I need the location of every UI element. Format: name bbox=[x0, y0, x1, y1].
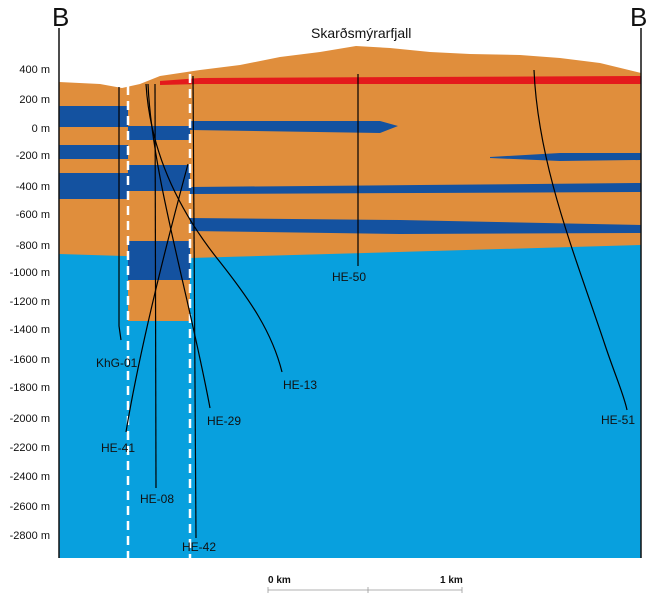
well-label-he29: HE-29 bbox=[207, 414, 241, 428]
well-trace-he51 bbox=[533, 69, 628, 411]
intrusion-sill bbox=[490, 153, 641, 161]
depth-label: -1600 m bbox=[10, 354, 50, 366]
depth-axis: 400 m 200 m 0 m -200 m -400 m -600 m -80… bbox=[10, 64, 50, 542]
well-trace-he42 bbox=[192, 75, 197, 539]
depth-label: -2400 m bbox=[10, 471, 50, 483]
intrusion-block bbox=[128, 241, 190, 280]
endpoint-right-label: B bbox=[630, 2, 647, 32]
well-label-khg01: KhG-01 bbox=[96, 356, 138, 370]
surface-layer bbox=[160, 76, 641, 85]
intrusion-sill bbox=[190, 121, 398, 133]
depth-label: -1200 m bbox=[10, 296, 50, 308]
endpoint-left-label: B bbox=[52, 2, 69, 32]
well-trace-he13 bbox=[145, 83, 283, 373]
depth-label: -2200 m bbox=[10, 442, 50, 454]
intrusion-block bbox=[59, 106, 128, 127]
intrusion-block bbox=[59, 173, 128, 199]
well-label-he41: HE-41 bbox=[101, 441, 135, 455]
depth-label: -2600 m bbox=[10, 501, 50, 513]
well-labels: KhG-01 HE-41 HE-08 HE-42 HE-29 HE-13 HE-… bbox=[96, 270, 635, 554]
intrusion-block bbox=[128, 126, 190, 140]
well-traces bbox=[118, 69, 628, 539]
well-label-he50: HE-50 bbox=[332, 270, 366, 284]
well-label-he51: HE-51 bbox=[601, 413, 635, 427]
intrusion-sill bbox=[190, 218, 641, 234]
scale-bar: 0 km 1 km bbox=[267, 575, 463, 593]
depth-label: -400 m bbox=[16, 181, 50, 193]
well-label-he42: HE-42 bbox=[182, 540, 216, 554]
depth-label: -1800 m bbox=[10, 382, 50, 394]
depth-label: 0 m bbox=[32, 123, 50, 135]
scale-label-start: 0 km bbox=[268, 575, 291, 586]
intrusion-sill bbox=[190, 183, 641, 194]
depth-label: 400 m bbox=[19, 64, 50, 76]
intrusions bbox=[59, 106, 641, 280]
depth-label: 200 m bbox=[19, 94, 50, 106]
depth-label: -2000 m bbox=[10, 413, 50, 425]
upper-unit-inlier bbox=[128, 280, 190, 321]
intrusion-block bbox=[59, 145, 128, 159]
well-trace-he41 bbox=[125, 163, 189, 433]
depth-label: -2800 m bbox=[10, 530, 50, 542]
well-label-he13: HE-13 bbox=[283, 378, 317, 392]
scale-label-end: 1 km bbox=[440, 575, 463, 586]
depth-label: -600 m bbox=[16, 209, 50, 221]
depth-label: -200 m bbox=[16, 150, 50, 162]
depth-label: -800 m bbox=[16, 240, 50, 252]
well-label-he08: HE-08 bbox=[140, 492, 174, 506]
depth-label: -1400 m bbox=[10, 324, 50, 336]
depth-label: -1000 m bbox=[10, 267, 50, 279]
mountain-label: Skarðsmýrarfjall bbox=[311, 25, 411, 41]
well-trace-khg01 bbox=[118, 87, 122, 341]
upper-unit bbox=[59, 46, 641, 258]
